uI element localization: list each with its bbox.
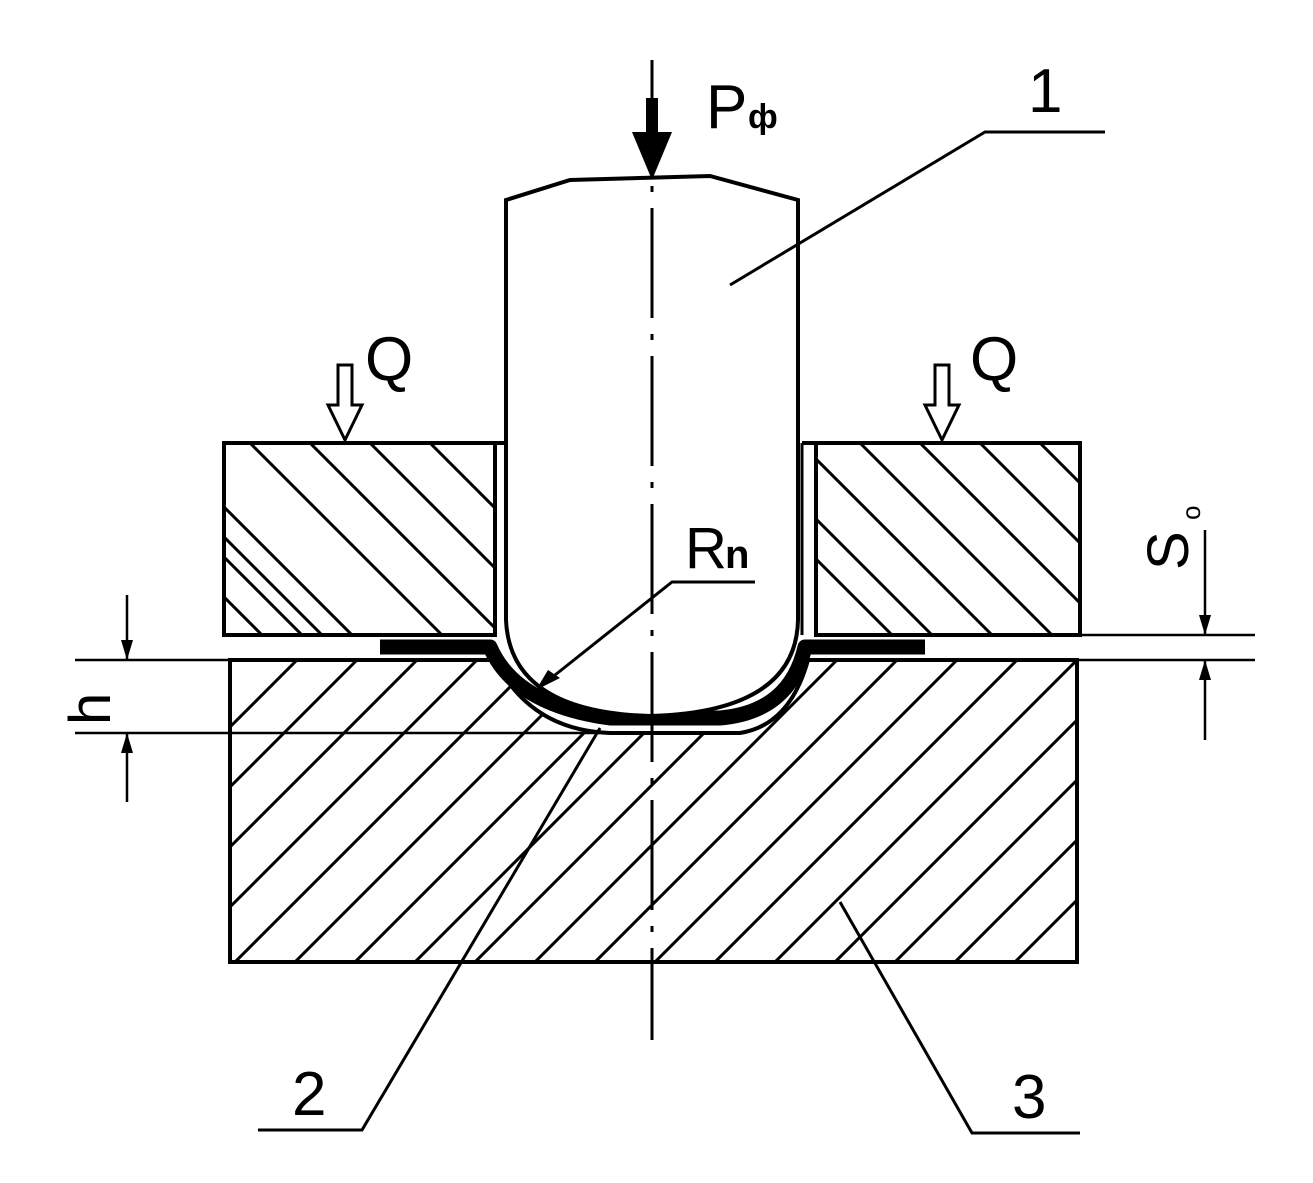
label-thickness-sub: o — [1176, 506, 1206, 520]
label-force: P — [706, 73, 747, 142]
dim-s0-arrow-top — [1199, 615, 1211, 635]
dim-h-arrow-bottom — [121, 733, 133, 753]
label-callout-2: 2 — [292, 1060, 326, 1129]
label-clamp-right: Q — [970, 325, 1018, 394]
dim-s0-arrow-bottom — [1199, 660, 1211, 680]
label-punch-radius-sub: n — [725, 533, 749, 577]
leader-1 — [729, 130, 1105, 287]
label-thickness: S — [1136, 531, 1201, 570]
dimension-s0 — [925, 530, 1255, 740]
label-force-sub: ф — [748, 98, 778, 136]
label-depth: h — [58, 693, 123, 725]
label-clamp-left: Q — [365, 325, 413, 394]
label-punch-radius: R — [685, 516, 727, 581]
dim-h-arrow-top — [121, 640, 133, 660]
clamp-arrow-left — [325, 363, 365, 444]
label-callout-1: 1 — [1028, 57, 1062, 126]
label-callout-3: 3 — [1012, 1063, 1046, 1132]
rn-arrowhead — [536, 670, 560, 690]
workpiece — [380, 639, 925, 726]
leader-2 — [258, 727, 602, 1132]
blank-holder-left — [222, 441, 497, 637]
clamp-arrow-right — [922, 363, 962, 444]
leader-rn — [544, 580, 755, 685]
force-arrow — [632, 98, 672, 180]
leader-3 — [838, 901, 1080, 1135]
